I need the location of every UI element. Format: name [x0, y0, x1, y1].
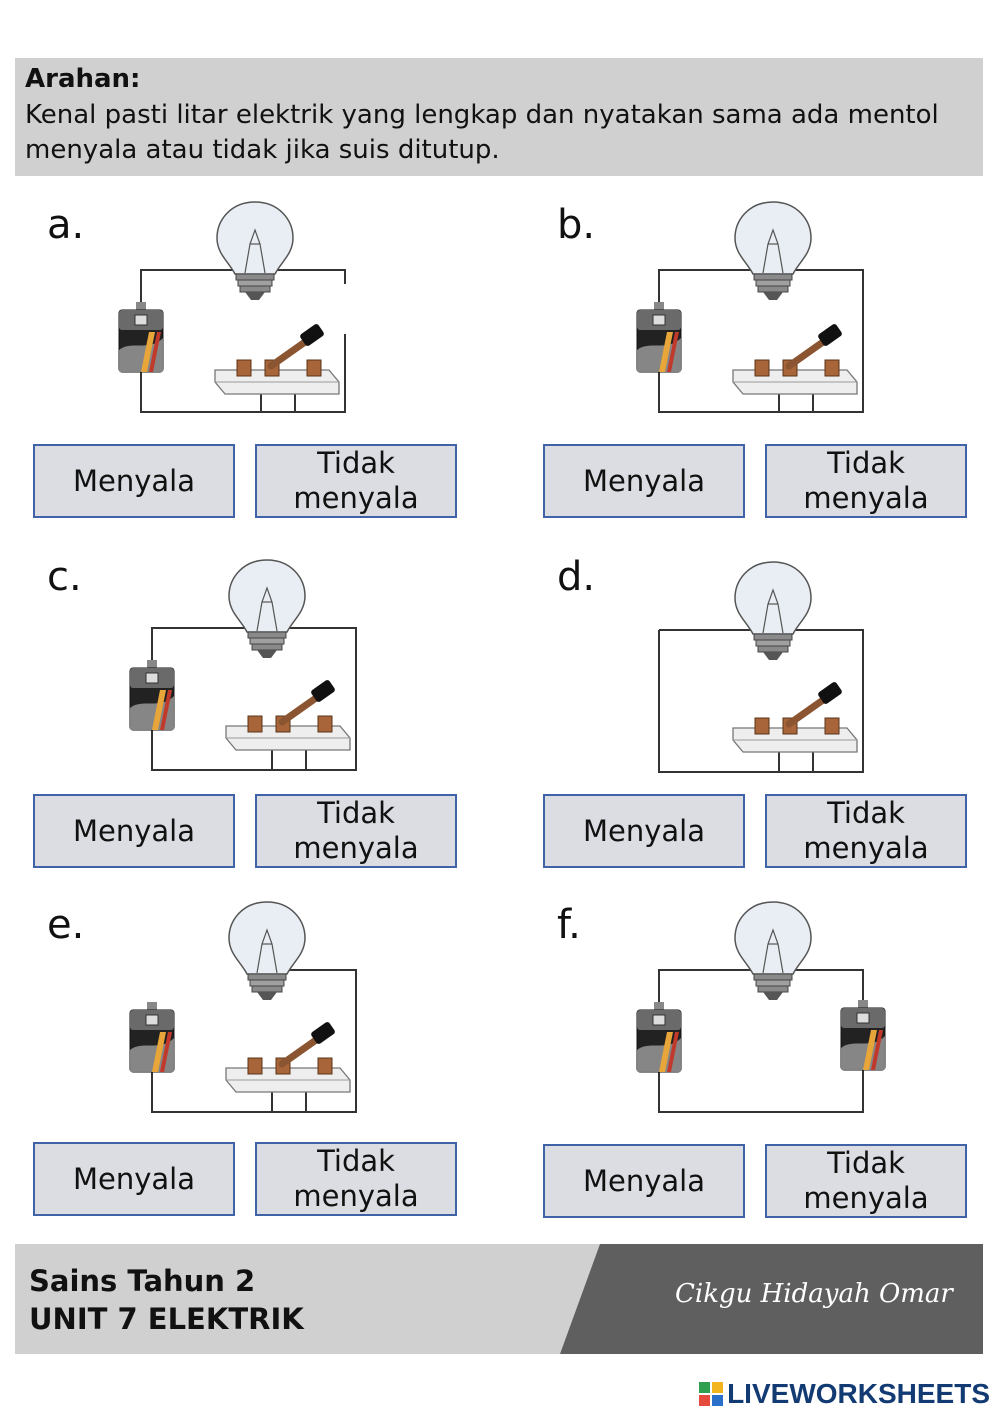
instruction-box: Arahan: Kenal pasti litar elektrik yang …: [15, 58, 983, 176]
option-tidak-menyala[interactable]: Tidak menyala: [765, 794, 967, 868]
option-menyala[interactable]: Menyala: [33, 794, 235, 868]
option-tidak-menyala[interactable]: Tidak menyala: [255, 444, 457, 518]
liveworksheets-logo-icon: [699, 1382, 724, 1406]
switch-icon: [226, 1021, 350, 1092]
circuit-diagram-b: [636, 201, 864, 413]
option-menyala[interactable]: Menyala: [543, 444, 745, 518]
question-a: a. Menyala Tidak menyala: [15, 196, 485, 536]
bulb-icon: [216, 201, 294, 301]
question-letter: b.: [557, 202, 596, 248]
option-menyala[interactable]: Menyala: [543, 794, 745, 868]
battery-icon: [129, 659, 175, 731]
brand-name: LIVEWORKSHEETS: [727, 1378, 990, 1409]
option-tidak-menyala[interactable]: Tidak menyala: [765, 444, 967, 518]
battery-icon: [129, 1001, 175, 1073]
switch-icon: [226, 679, 350, 750]
question-letter: f.: [557, 902, 581, 948]
bulb-icon: [734, 201, 812, 301]
footer-unit: UNIT 7 ELEKTRIK: [29, 1302, 304, 1336]
circuit-diagram-c: [129, 559, 357, 771]
bulb-icon: [228, 559, 306, 659]
signature: Cikgu Hidayah Omar: [675, 1279, 953, 1309]
option-tidak-menyala[interactable]: Tidak menyala: [255, 1142, 457, 1216]
brand-logo: LIVEWORKSHEETS: [699, 1378, 990, 1410]
footer-subject-box: Sains Tahun 2 UNIT 7 ELEKTRIK: [15, 1244, 625, 1354]
circuit-diagram-a: [118, 201, 346, 413]
bulb-icon: [228, 901, 306, 1001]
battery-icon: [840, 999, 886, 1071]
question-letter: e.: [47, 902, 85, 948]
question-c: c. Menyala Tidak menyala: [15, 548, 485, 888]
option-menyala[interactable]: Menyala: [33, 444, 235, 518]
switch-icon: [215, 323, 339, 394]
bulb-icon: [734, 561, 812, 661]
question-letter: d.: [557, 554, 596, 600]
footer-subject: Sains Tahun 2: [29, 1264, 256, 1298]
question-f: f. Menyala Tidak menyala: [525, 896, 995, 1236]
option-tidak-menyala[interactable]: Tidak menyala: [765, 1144, 967, 1218]
question-letter: a.: [47, 202, 85, 248]
circuit-diagram-d: [658, 561, 864, 773]
circuit-diagram-f: [636, 901, 886, 1113]
footer-signature-box: Cikgu Hidayah Omar: [560, 1244, 983, 1354]
option-menyala[interactable]: Menyala: [543, 1144, 745, 1218]
battery-icon: [118, 301, 164, 373]
question-e: e. Menyala Tidak menyala: [15, 896, 485, 1236]
question-letter: c.: [47, 554, 82, 600]
battery-icon: [636, 1001, 682, 1073]
option-tidak-menyala[interactable]: Tidak menyala: [255, 794, 457, 868]
instruction-text: Kenal pasti litar elektrik yang lengkap …: [25, 100, 939, 165]
question-b: b. Menyala Tidak menyala: [525, 196, 995, 536]
question-d: d. Menyala Tidak menyala: [525, 548, 995, 888]
instruction-title: Arahan:: [25, 64, 141, 94]
switch-icon: [733, 681, 857, 752]
circuit-diagram-e: [129, 901, 357, 1113]
bulb-icon: [734, 901, 812, 1001]
battery-icon: [636, 301, 682, 373]
switch-icon: [733, 323, 857, 394]
option-menyala[interactable]: Menyala: [33, 1142, 235, 1216]
